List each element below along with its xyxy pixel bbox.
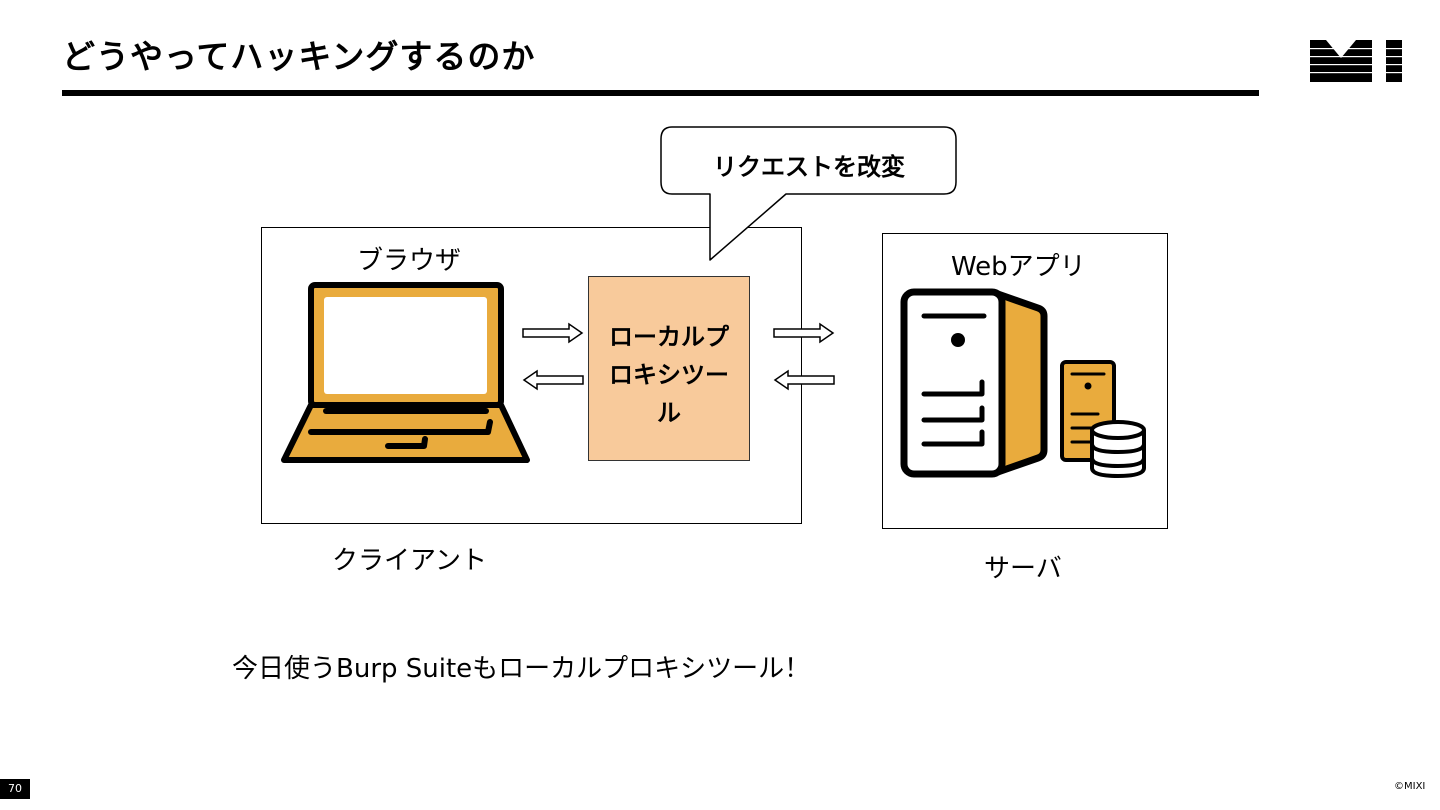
caption-text: 今日使うBurp Suiteもローカルプロキシツール！ [232, 654, 811, 684]
title-underline [62, 90, 1259, 96]
laptop-icon [281, 282, 530, 463]
arrow-right-icon [773, 322, 835, 344]
arrow-left-icon [773, 369, 835, 391]
mixi-logo [1310, 40, 1402, 82]
page-number: 70 [0, 779, 30, 799]
callout-text: リクエストを改変 [713, 153, 905, 181]
copyright-text: ©MIXI [1394, 781, 1426, 792]
arrow-right-icon [522, 322, 584, 344]
proxy-label-line: ローカルプ [609, 323, 729, 351]
webapp-label: Webアプリ [951, 252, 1086, 282]
proxy-label-line: ロキシツー [609, 361, 729, 389]
arrow-left-icon [522, 369, 584, 391]
client-label: クライアント [332, 546, 487, 576]
server-icon [900, 288, 1048, 478]
proxy-tool-box [588, 276, 750, 461]
slide-title: どうやってハッキングするのか [62, 37, 536, 76]
server-label: サーバ [984, 554, 1062, 584]
proxy-label-line: ル [657, 399, 681, 427]
browser-label: ブラウザ [357, 246, 462, 276]
callout-bubble [660, 126, 957, 261]
database-icon [1060, 360, 1146, 479]
proxy-label: ローカルプ ロキシツー ル [590, 318, 748, 432]
